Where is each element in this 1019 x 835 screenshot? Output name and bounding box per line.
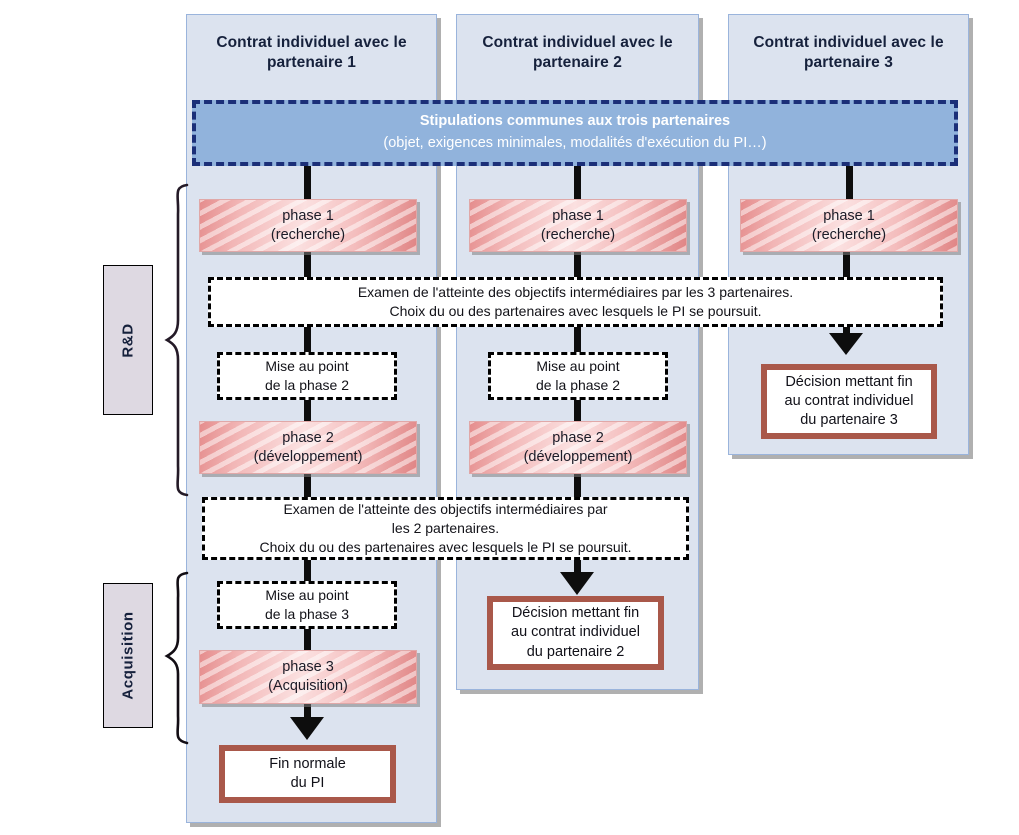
connector-mise2-to-phase2-col1 [304,398,311,428]
phase-1-col-3-line1: phase 1 [823,207,875,224]
phase-2-col-1-line1: phase 2 [282,429,334,446]
tuning-phase-2-col-2-text: Mise au point de la phase 2 [536,357,620,395]
phase-2-col-2-line2: (développement) [523,448,633,465]
side-label-rd: R&D [103,265,153,415]
connector-phase1-to-exam1-col1 [304,248,311,286]
examination-2-partners-line3: Choix du ou des partenaires avec lesquel… [259,538,632,555]
phase-3-col-1-text: phase 3 (Acquisition) [268,658,348,696]
decision-end-partner-2-text: Décision mettant fin au contrat individu… [511,604,640,661]
connector-phase3-to-fin-col1 [304,700,311,720]
tuning-phase-2-col-2-line1: Mise au point [536,358,620,375]
connector-exam1-to-mise2-col2 [574,322,581,354]
side-label-acquisition: Acquisition [103,583,153,728]
examination-2-partners-text: Examen de l'atteinte des objectifs inter… [260,500,632,556]
connector-banner-to-phase1-col1 [304,164,311,208]
connector-banner-to-phase1-col3 [846,164,853,208]
examination-3-partners-line2: Choix du ou des partenaires avec lesquel… [389,303,762,319]
stipulations-title: Stipulations communes aux trois partenai… [419,113,731,130]
connector-exam2-to-decision-col2 [574,556,581,576]
decision-normal-end-line1: Fin normale [269,755,346,772]
arrow-down-col3-decision [829,333,863,355]
phase-1-col-3-text: phase 1 (recherche) [812,207,886,245]
decision-normal-end-text: Fin normale du PI [269,755,346,793]
brace-acquisition [164,571,189,745]
examination-3-partners-text: Examen de l'atteinte des objectifs inter… [358,283,793,321]
tuning-phase-2-col-1-text: Mise au point de la phase 2 [265,357,349,395]
phase-3-col-1-line1: phase 3 [282,659,334,676]
decision-end-partner-2-line2: au contrat individuel [511,624,640,641]
phase-1-col-2: phase 1 (recherche) [469,199,687,252]
phase-3-col-1: phase 3 (Acquisition) [199,650,417,704]
tuning-phase-2-col-2-line2: de la phase 2 [535,377,621,393]
connector-exam2-to-mise3-col1 [304,556,311,586]
decision-end-partner-2-line1: Décision mettant fin [511,605,640,622]
examination-3-partners-line1: Examen de l'atteinte des objectifs inter… [357,284,794,301]
decision-end-partner-3-line1: Décision mettant fin [785,373,913,390]
phase-2-col-1: phase 2 (développement) [199,421,417,474]
decision-end-partner-3-text: Décision mettant fin au contrat individu… [785,373,914,430]
decision-end-partner-3-line3: du partenaire 3 [800,412,898,429]
phase-2-col-1-line2: (développement) [253,448,363,465]
brace-rd [164,183,189,497]
tuning-phase-2-col-1-line2: de la phase 2 [264,377,350,393]
column-1-header: Contrat individuel avec le partenaire 1 [216,34,407,72]
connector-phase2-to-exam2-col2 [574,470,581,500]
side-label-acquisition-text: Acquisition [119,611,137,700]
decision-end-partner-2-line3: du partenaire 2 [526,643,625,660]
phase-2-col-2: phase 2 (développement) [469,421,687,474]
tuning-phase-2-col-2: Mise au point de la phase 2 [488,352,668,400]
tuning-phase-3-col-1-line2: de la phase 3 [264,606,350,622]
connector-phase1-to-exam1-col2 [574,248,581,286]
examination-2-partners-line1: Examen de l'atteinte des objectifs inter… [283,501,608,518]
examination-3-partners: Examen de l'atteinte des objectifs inter… [208,277,943,327]
tuning-phase-3-col-1: Mise au point de la phase 3 [217,581,397,629]
phase-1-col-2-line1: phase 1 [552,207,604,224]
phase-2-col-1-text: phase 2 (développement) [254,429,363,467]
phase-1-col-2-line2: (recherche) [540,226,616,243]
arrow-down-col1-fin-normale [290,717,324,740]
phase-3-col-1-line2: (Acquisition) [268,678,348,694]
phase-2-col-2-line1: phase 2 [552,429,604,446]
phase-1-col-1-line1: phase 1 [282,207,334,224]
decision-normal-end-line2: du PI [290,775,325,791]
connector-mise2-to-phase2-col2 [574,398,581,428]
tuning-phase-2-col-1-line1: Mise au point [265,358,349,375]
connector-exam1-to-mise2-col1 [304,322,311,354]
arrow-down-col2-decision [560,572,594,595]
phase-2-col-2-text: phase 2 (développement) [524,429,633,467]
stipulations-banner: Stipulations communes aux trois partenai… [192,100,958,166]
connector-mise3-to-phase3-col1 [304,626,311,654]
decision-end-partner-3-line2: au contrat individuel [784,392,914,409]
tuning-phase-3-col-1-line1: Mise au point [265,587,349,604]
examination-2-partners-line2: les 2 partenaires. [391,520,500,537]
tuning-phase-2-col-1: Mise au point de la phase 2 [217,352,397,400]
column-3-header: Contrat individuel avec le partenaire 3 [753,34,944,72]
tuning-phase-3-col-1-text: Mise au point de la phase 3 [265,586,349,624]
side-label-rd-text: R&D [119,322,137,358]
phase-1-col-1: phase 1 (recherche) [199,199,417,252]
phase-1-col-1-text: phase 1 (recherche) [271,207,345,245]
phase-1-col-3-line2: (recherche) [811,226,887,243]
phase-1-col-1-line2: (recherche) [270,226,346,243]
phase-1-col-3: phase 1 (recherche) [740,199,958,252]
phase-1-col-2-text: phase 1 (recherche) [541,207,615,245]
decision-normal-end: Fin normale du PI [219,745,396,803]
column-2-header: Contrat individuel avec le partenaire 2 [482,34,673,72]
connector-phase2-to-exam2-col1 [304,470,311,500]
decision-end-partner-2: Décision mettant fin au contrat individu… [487,596,664,670]
decision-end-partner-3: Décision mettant fin au contrat individu… [761,364,937,439]
examination-2-partners: Examen de l'atteinte des objectifs inter… [202,497,689,560]
connector-banner-to-phase1-col2 [574,164,581,208]
stipulations-subtitle: (objet, exigences minimales, modalités d… [383,135,767,151]
